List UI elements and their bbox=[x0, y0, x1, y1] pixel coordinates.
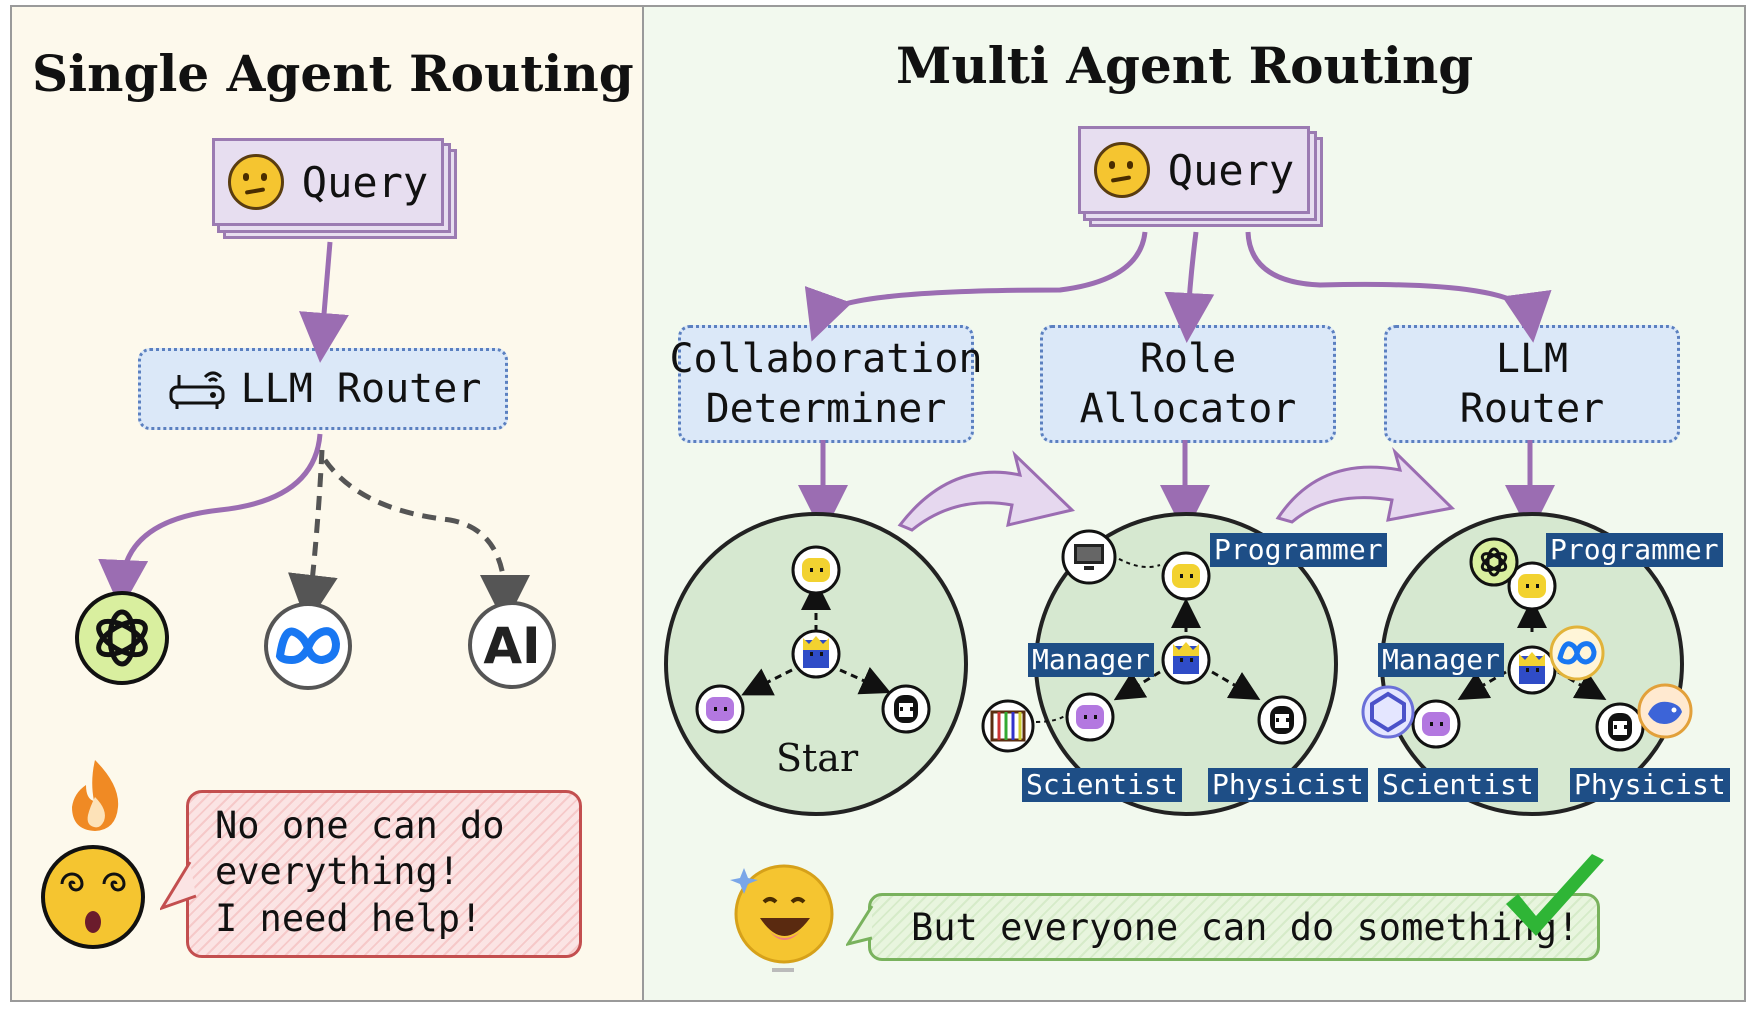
right-speech-bubble: But everyone can do something! bbox=[868, 893, 1600, 961]
router-to-meta-arrow bbox=[287, 449, 338, 625]
abacus-tool-icon bbox=[981, 699, 1035, 753]
curved-arrow-1 bbox=[897, 450, 1076, 532]
agent-node-scientist bbox=[1065, 692, 1115, 742]
agent-node-scientist bbox=[695, 684, 745, 734]
speech-line-3: I need help! bbox=[215, 896, 483, 940]
agent-node-programmer bbox=[1507, 561, 1557, 611]
router-line-2: Router bbox=[1459, 386, 1605, 432]
left-query-label: Query bbox=[301, 157, 429, 207]
agent-node-physicist bbox=[1595, 702, 1645, 752]
curved-arrow-2 bbox=[1275, 447, 1456, 524]
dizzy-face-icon bbox=[41, 845, 145, 949]
agent-node-manager bbox=[1161, 635, 1211, 685]
role-label-physicist-3: Physicist bbox=[1570, 768, 1730, 803]
right-speech-text: But everyone can do something! bbox=[911, 905, 1580, 949]
collaboration-determiner-box: Collaboration Determiner bbox=[669, 325, 983, 443]
check-mark-icon bbox=[1506, 854, 1604, 936]
query-to-collab-arrow bbox=[804, 231, 1148, 342]
role-line-1: Role bbox=[1139, 336, 1237, 382]
agent-node-scientist bbox=[1411, 699, 1461, 749]
openai-icon bbox=[75, 591, 169, 685]
star-topology-label: Star bbox=[776, 736, 859, 780]
collab-line-1: Collaboration bbox=[669, 336, 983, 382]
deepseek-small-icon bbox=[1637, 683, 1693, 739]
role-label-physicist-2: Physicist bbox=[1208, 768, 1368, 803]
query-to-router-arrow bbox=[1245, 231, 1552, 343]
router-icon bbox=[169, 371, 225, 409]
thinking-face-icon bbox=[227, 154, 284, 210]
role-label-scientist-3: Scientist bbox=[1378, 768, 1538, 803]
thinking-face-icon bbox=[1093, 142, 1150, 198]
role-label-manager-2: Manager bbox=[1028, 643, 1155, 678]
left-llm-router-label: LLM Router bbox=[240, 366, 482, 412]
svg-text:AI: AI bbox=[483, 617, 540, 675]
role-label-programmer-3: Programmer bbox=[1546, 533, 1723, 568]
agent-node-physicist bbox=[881, 684, 931, 734]
computer-tool-icon bbox=[1061, 529, 1117, 585]
anthropic-icon: AI bbox=[468, 601, 556, 689]
role-line-2: Allocator bbox=[1079, 386, 1297, 432]
collab-line-2: Determiner bbox=[705, 386, 947, 432]
right-query-label: Query bbox=[1167, 145, 1295, 195]
router-line-1: LLM bbox=[1495, 336, 1569, 382]
multi-agent-title: Multi Agent Routing bbox=[896, 36, 1474, 95]
agent-node-physicist bbox=[1257, 695, 1307, 745]
right-speech-tail bbox=[846, 905, 874, 947]
router-to-anthropic-arrow bbox=[322, 458, 530, 625]
speech-line-1: No one can do bbox=[215, 804, 505, 847]
fire-icon bbox=[72, 760, 119, 831]
qwen-small-icon bbox=[1361, 685, 1415, 739]
agent-node-manager bbox=[791, 629, 841, 679]
router-to-openai-arrow bbox=[98, 433, 323, 610]
left-speech-bubble: No one can do everything! I need help! bbox=[186, 790, 582, 958]
speech-line-2: everything! bbox=[215, 850, 461, 894]
meta-small-icon bbox=[1549, 625, 1605, 681]
single-agent-title: Single Agent Routing bbox=[32, 44, 634, 103]
openai-small-icon bbox=[1469, 537, 1519, 587]
role-label-programmer-2: Programmer bbox=[1210, 533, 1387, 568]
role-label-scientist-2: Scientist bbox=[1022, 768, 1182, 803]
role-label-manager-3: Manager bbox=[1378, 643, 1505, 678]
right-query-box: Query bbox=[1078, 126, 1310, 214]
meta-icon bbox=[264, 602, 352, 690]
agent-node-programmer bbox=[1161, 551, 1211, 601]
query-to-role-arrow bbox=[1164, 231, 1215, 343]
left-query-to-router-arrow bbox=[299, 241, 349, 363]
left-query-box: Query bbox=[212, 138, 444, 226]
happy-face-icon bbox=[730, 864, 834, 972]
agent-node-manager bbox=[1507, 645, 1557, 695]
role-allocator-box: Role Allocator bbox=[1040, 325, 1336, 443]
left-speech-tail bbox=[160, 861, 197, 911]
agent-node-programmer bbox=[791, 545, 841, 595]
